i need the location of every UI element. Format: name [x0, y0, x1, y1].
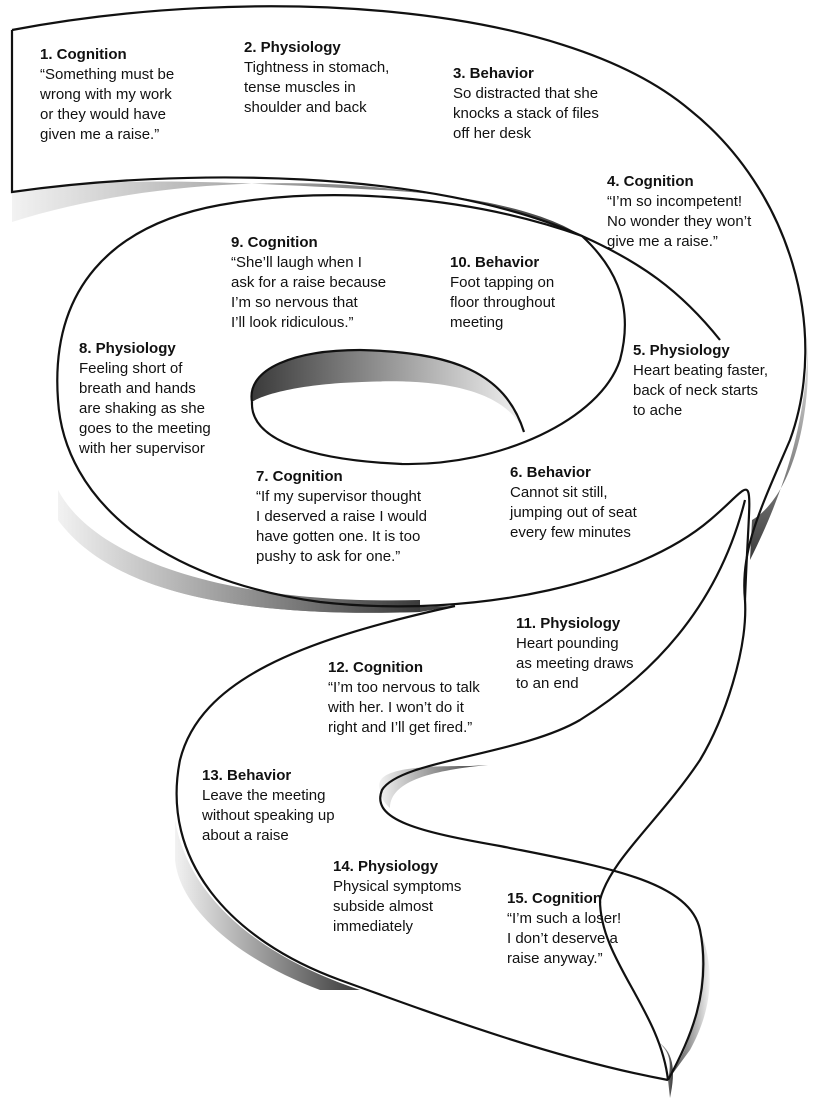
step-body: “Something must be wrong with my work or…: [40, 66, 175, 143]
shadow-top-band: [12, 181, 592, 244]
outer-edge: [11, 5, 807, 1081]
step-title: 10. Behavior: [450, 254, 540, 271]
step-title: 9. Cognition: [231, 234, 318, 251]
step-body: Physical symptoms subside almost immedia…: [333, 878, 462, 935]
step-3-behavior: 3. Behavior So distracted that she knock…: [453, 64, 599, 144]
step-body: Cannot sit still, jumping out of seat ev…: [510, 484, 637, 541]
step-10-behavior: 10. Behavior Foot tapping on floor throu…: [450, 253, 555, 333]
step-title: 14. Physiology: [333, 858, 439, 875]
step-body: Heart pounding as meeting draws to an en…: [516, 635, 634, 692]
step-title: 5. Physiology: [633, 342, 730, 359]
step-5-physiology: 5. Physiology Heart beating faster, back…: [633, 341, 768, 421]
step-title: 11. Physiology: [516, 615, 621, 632]
step-body: Foot tapping on floor throughout meeting: [450, 274, 556, 331]
step-title: 15. Cognition: [507, 890, 602, 907]
step-1-cognition: 1. Cognition “Something must be wrong wi…: [40, 45, 174, 145]
step-title: 3. Behavior: [453, 65, 534, 82]
step-title: 6. Behavior: [510, 464, 591, 481]
inner-hole: [250, 348, 526, 433]
step-body: “She’ll laugh when I ask for a raise bec…: [231, 254, 387, 331]
step-14-physiology: 14. Physiology Physical symptoms subside…: [333, 857, 461, 937]
s-curve-edge: [379, 499, 747, 1081]
step-title: 12. Cognition: [328, 659, 423, 676]
shadow-inner-hole: [251, 350, 524, 432]
step-body: “I’m such a loser! I don’t deserve a rai…: [507, 910, 622, 967]
shadow-tail-right: [668, 930, 710, 1080]
step-body: Feeling short of breath and hands are sh…: [79, 360, 211, 457]
shadow-mid-left-edge: [58, 490, 420, 613]
shadow-tail: [655, 1040, 674, 1098]
step-6-behavior: 6. Behavior Cannot sit still, jumping ou…: [510, 463, 637, 543]
step-9-cognition: 9. Cognition “She’ll laugh when I ask fo…: [231, 233, 386, 333]
step-8-physiology: 8. Physiology Feeling short of breath an…: [79, 339, 211, 459]
step-body: Heart beating faster, back of neck start…: [633, 362, 769, 419]
step-title: 8. Physiology: [79, 340, 176, 357]
mid-ring-inner: [250, 235, 626, 466]
step-title: 7. Cognition: [256, 468, 343, 485]
step-11-physiology: 11. Physiology Heart pounding as meeting…: [516, 614, 634, 694]
step-body: Leave the meeting without speaking up ab…: [202, 787, 335, 844]
lower-left-edge: [175, 604, 669, 1082]
step-title: 4. Cognition: [607, 173, 694, 190]
step-13-behavior: 13. Behavior Leave the meeting without s…: [202, 766, 335, 846]
step-2-physiology: 2. Physiology Tightness in stomach, tens…: [244, 38, 389, 118]
step-4-cognition: 4. Cognition “I’m so incompetent! No won…: [607, 172, 751, 252]
top-left-edge: [10, 30, 721, 341]
step-title: 1. Cognition: [40, 46, 127, 63]
shadow-outer-right: [750, 330, 808, 560]
step-7-cognition: 7. Cognition “If my supervisor thought I…: [256, 467, 427, 567]
step-title: 13. Behavior: [202, 767, 292, 784]
step-12-cognition: 12. Cognition “I’m too nervous to talk w…: [328, 658, 480, 738]
shadow-lower-left: [175, 820, 360, 990]
mid-ring-outer: [56, 194, 751, 608]
step-body: “If my supervisor thought I deserved a r…: [256, 488, 427, 565]
step-body: “I’m so incompetent! No wonder they won’…: [607, 193, 752, 250]
step-body: “I’m too nervous to talk with her. I won…: [328, 679, 480, 736]
shadow-s-bend: [379, 765, 488, 808]
step-body: Tightness in stomach, tense muscles in s…: [244, 59, 390, 116]
step-15-cognition: 15. Cognition “I’m such a loser! I don’t…: [507, 889, 621, 969]
step-body: So distracted that she knocks a stack of…: [453, 85, 599, 142]
step-title: 2. Physiology: [244, 39, 341, 56]
